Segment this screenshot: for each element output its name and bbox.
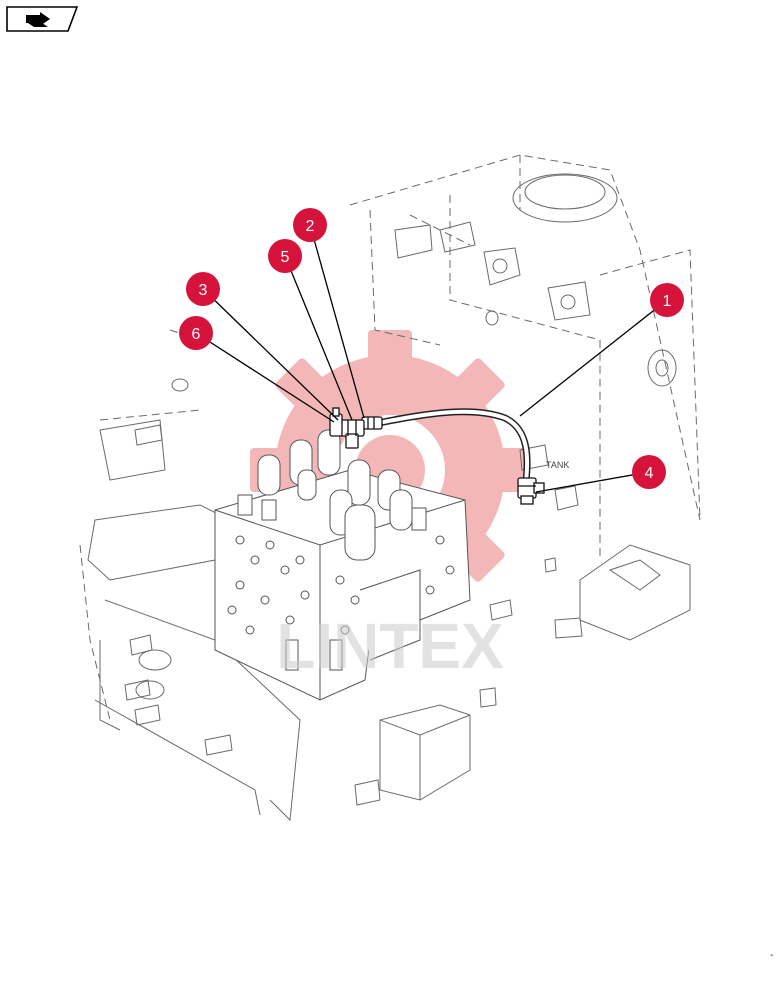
watermark-text: LINTEX [276,610,504,682]
elbow-fitting [329,407,343,437]
callout-number-6: 6 [192,326,201,343]
hose-assembly: TANK [329,407,569,505]
corner-nav-badge[interactable] [6,6,78,32]
callout-badge-3[interactable] [186,272,220,306]
hose-end-fitting [361,416,383,430]
callout-leader-6 [195,332,335,423]
callout-badge-6[interactable] [179,316,213,350]
callout-3[interactable]: 3 [186,272,220,306]
callout-number-3: 3 [199,282,208,299]
valve-spools [257,429,413,561]
callout-number-5: 5 [281,249,290,266]
callout-leader-2 [309,224,365,419]
callout-number-1: 1 [663,293,672,310]
footer-mark: - [770,950,773,961]
callout-4[interactable]: 4 [632,455,666,489]
book-arrow-icon [26,12,50,27]
valve-block-holes [227,535,455,635]
callout-1[interactable]: 1 [650,283,684,317]
callout-leader-4 [535,471,650,493]
callout-2[interactable]: 2 [293,208,327,242]
callout-badge-1[interactable] [650,283,684,317]
callout-5[interactable]: 5 [268,239,302,273]
machine-linework [87,173,691,822]
callout-badge-4[interactable] [632,455,666,489]
callout-number-4: 4 [645,465,654,482]
callout-group: 1 2 3 4 5 6 [179,208,684,493]
callout-leader-1 [519,299,668,417]
tank-label: TANK [546,460,569,470]
callout-6[interactable]: 6 [179,316,213,350]
callout-leader-3 [202,288,339,421]
callout-leader-5 [284,255,353,421]
callout-badge-5[interactable] [268,239,302,273]
callout-number-2: 2 [306,218,315,235]
callout-badge-2[interactable] [293,208,327,242]
tank-adapter [517,477,545,505]
control-valve-block [214,429,471,701]
machine-frame [79,154,701,721]
